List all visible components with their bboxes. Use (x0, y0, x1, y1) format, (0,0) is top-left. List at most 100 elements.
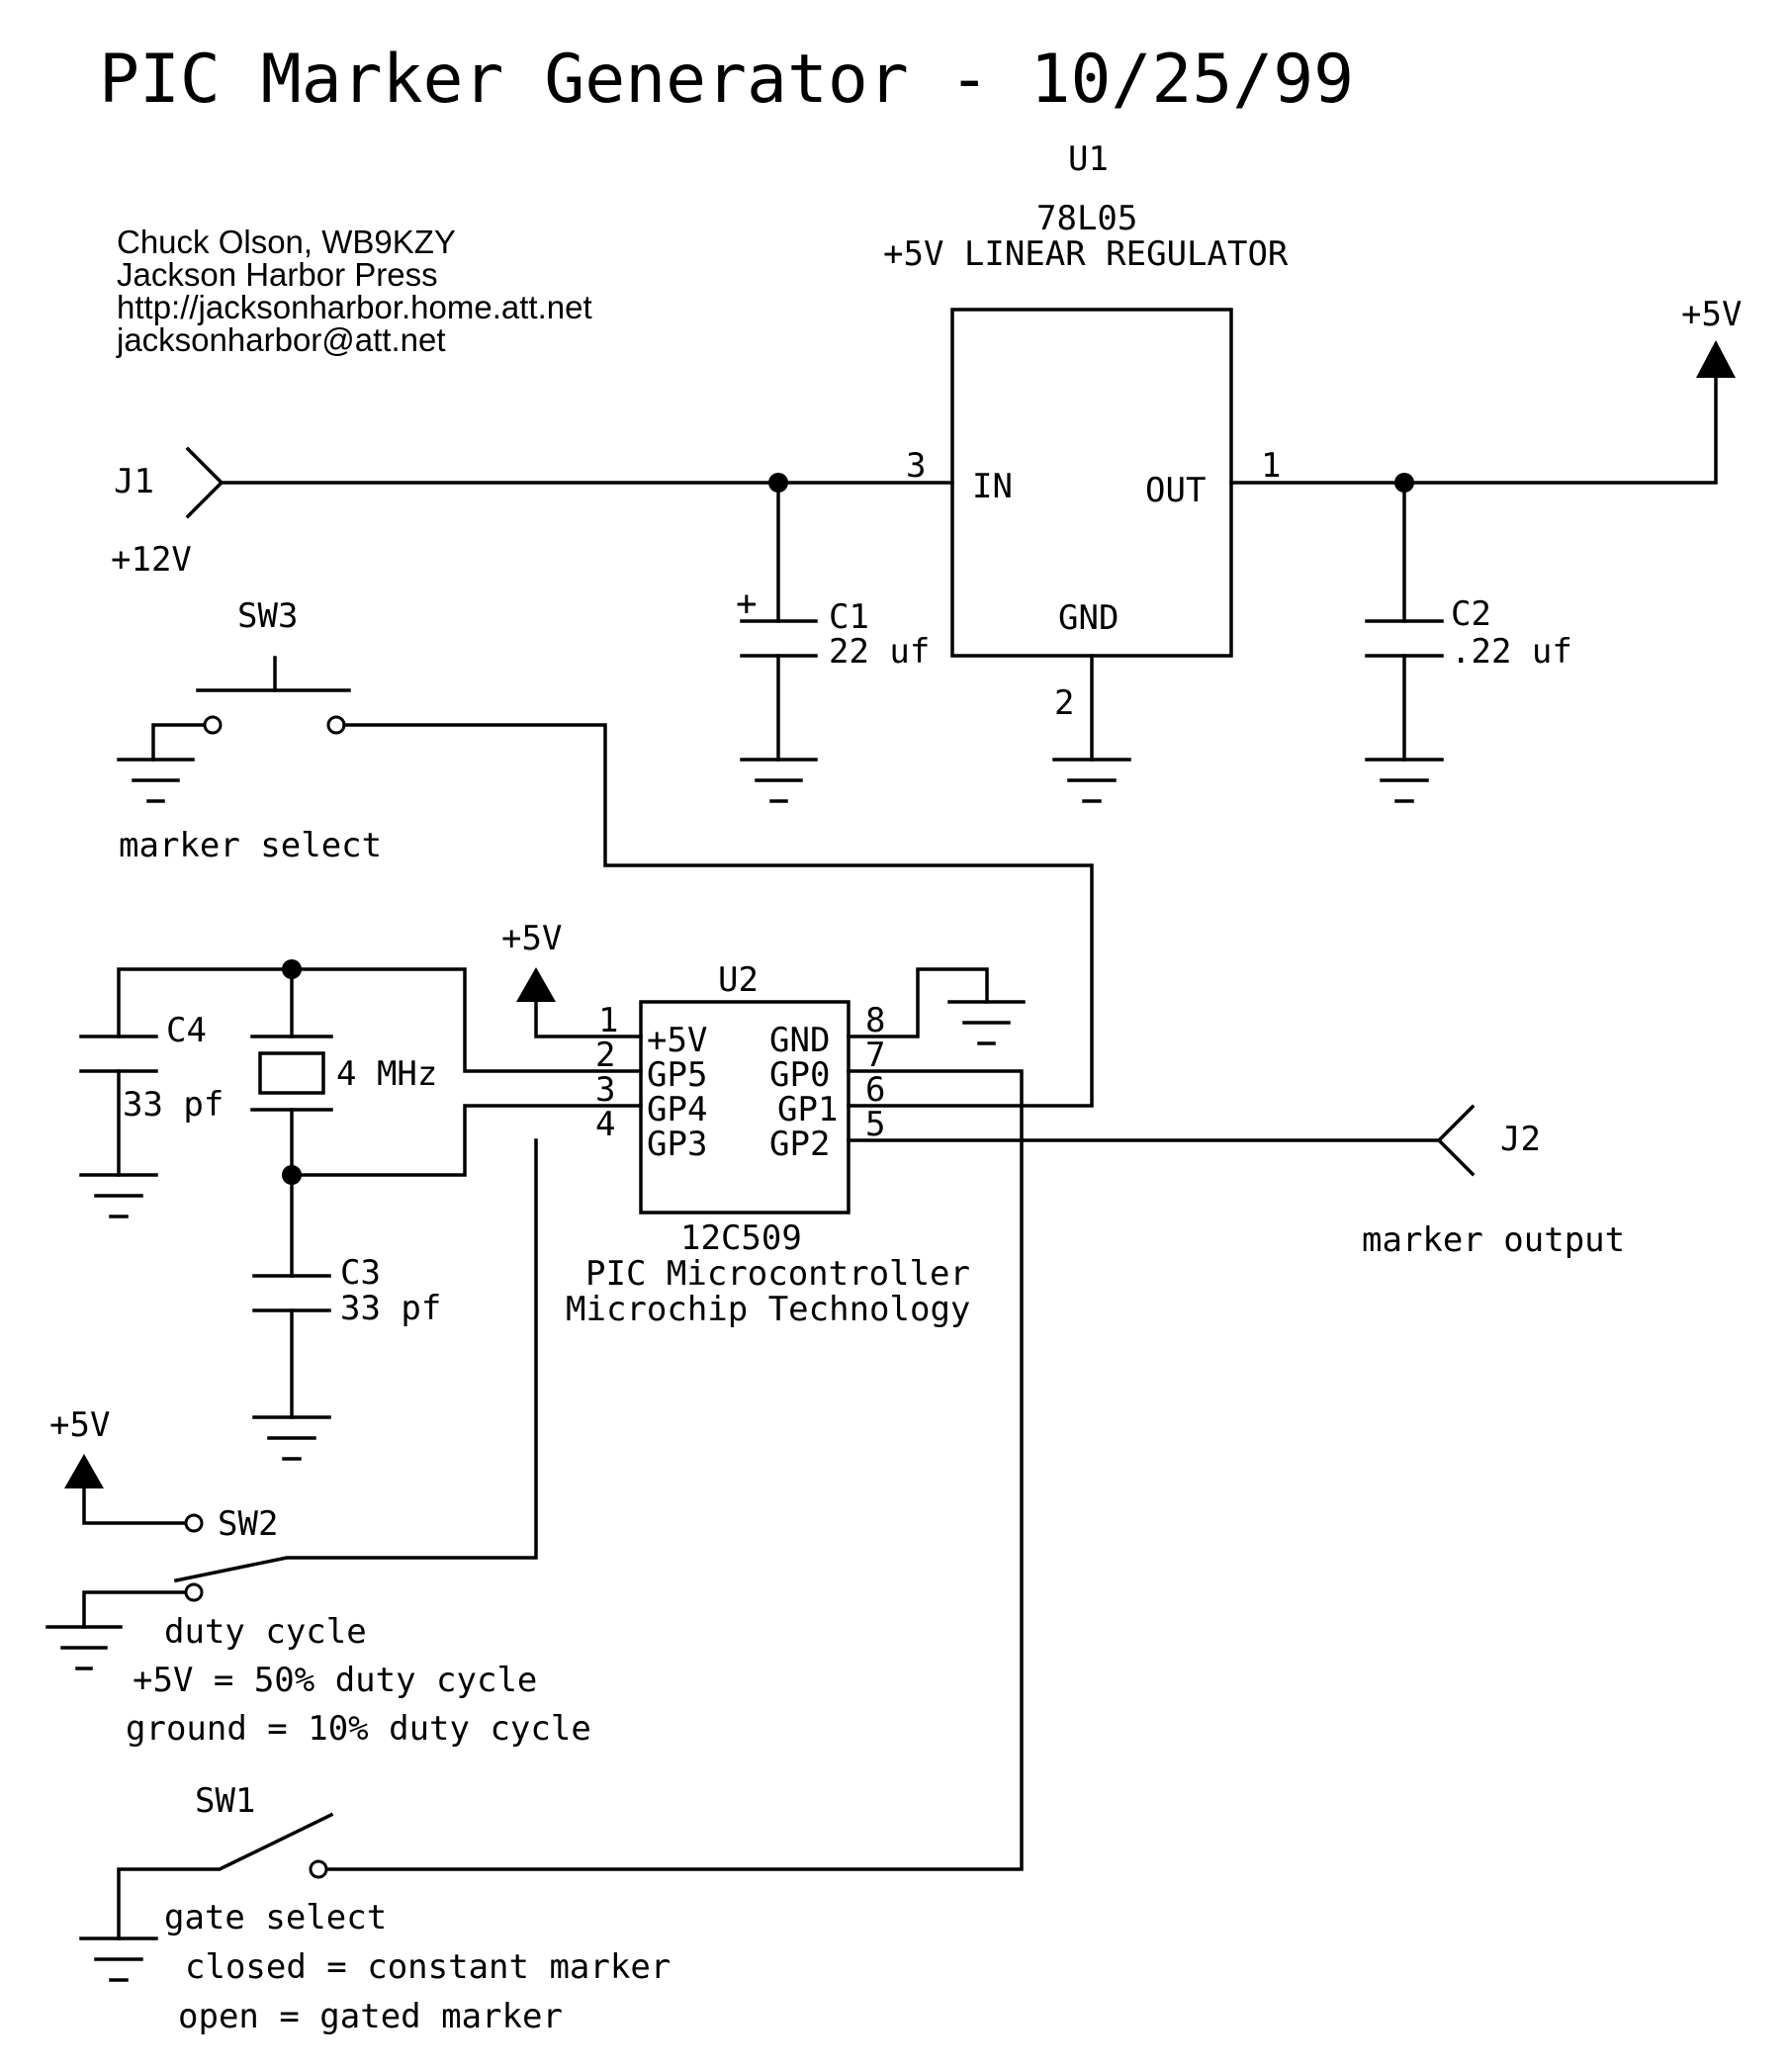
sw1-ref: SW1 (195, 1781, 255, 1821)
c4-value: 33 pf (123, 1085, 224, 1125)
u1-pin-gnd: GND (1058, 598, 1119, 638)
marker-output-net: J2 marker output (847, 1104, 1625, 1260)
u2-left-pin-name: GP3 (647, 1125, 707, 1164)
u2-left-pin-num: 1 (598, 1001, 618, 1040)
u2-right-pin-name: GND (769, 1021, 830, 1060)
c1-polarity: + (736, 584, 758, 624)
switch-contact-icon (203, 715, 223, 735)
sw2-label: duty cycle (164, 1612, 367, 1652)
u2-left-pin-num: 2 (595, 1036, 615, 1075)
connector-j1: J1 +12V (111, 446, 224, 580)
supply-rail (220, 376, 1718, 762)
c4-ref: C4 (166, 1011, 207, 1050)
c2-ref: C2 (1451, 594, 1491, 634)
capacitor-c3: C3 33 pf (252, 1253, 441, 1461)
u2-right-pin-name: GP1 (777, 1090, 838, 1129)
capacitor-c4: C4 33 pf (79, 1011, 224, 1218)
u2-ref: U2 (718, 960, 759, 1000)
ground-icon (117, 758, 195, 803)
ground-icon (1052, 758, 1131, 803)
u2-right-pin-name: GP0 (769, 1055, 830, 1095)
ground-icon (740, 758, 818, 803)
u2-part: 12C509 (680, 1218, 802, 1258)
ground-icon (947, 1000, 1026, 1045)
ground-icon (79, 1937, 158, 1982)
u2-right-pin-num: 8 (865, 1001, 885, 1040)
supply-label: +5V (1681, 295, 1742, 334)
crystal-network: 4 MHz (117, 959, 643, 1278)
u2-left-pin-num: 3 (595, 1070, 615, 1110)
j1-label: +12V (111, 540, 192, 580)
u1-ref: U1 (1068, 139, 1109, 179)
c1-value: 22 uf (829, 632, 930, 672)
capacitor-c1: + C1 22 uf (736, 481, 930, 762)
u1-part: 78L05 (1036, 199, 1137, 238)
supply-5v-u2: +5V (501, 919, 643, 1038)
u2-ground (847, 967, 1026, 1045)
ground-icon (79, 1173, 158, 1218)
u1-pin2-num: 2 (1054, 683, 1074, 723)
sw2-note: ground = 10% duty cycle (126, 1709, 591, 1749)
u1-pin-in: IN (972, 467, 1013, 506)
supply-label: +5V (501, 919, 562, 958)
ground-icon (1365, 758, 1444, 803)
gate-select-net (324, 1069, 1024, 1871)
c3-ref: C3 (340, 1253, 381, 1293)
u2-left-pin-num: 4 (595, 1105, 615, 1144)
supply-5v-output: +5V (1681, 295, 1742, 378)
switch-sw2: +5V SW2 duty cycle +5V = 50% duty cycle … (45, 1138, 591, 1749)
credit-email: jacksonharbor@att.net (116, 321, 446, 358)
u2-right-pin-num: 7 (865, 1036, 885, 1075)
sw2-ref: SW2 (218, 1504, 278, 1544)
supply-arrow-icon (516, 967, 556, 1002)
u2-right-pin-num: 6 (865, 1070, 885, 1110)
u2-left-pin-name: +5V (647, 1021, 707, 1060)
sw3-label: marker select (119, 826, 382, 865)
ground-icon (252, 1415, 331, 1461)
u1-pin-out: OUT (1145, 471, 1206, 510)
c1-ref: C1 (829, 597, 869, 637)
ground-icon (45, 1625, 123, 1670)
supply-arrow-icon (64, 1454, 104, 1488)
credit-website: http://jacksonharbor.home.att.net (117, 289, 592, 325)
sw3-ref: SW3 (237, 596, 298, 636)
c2-value: .22 uf (1451, 632, 1572, 672)
sw1-label: gate select (164, 1898, 387, 1937)
switch-contact-icon (184, 1513, 204, 1533)
page-title: PIC Marker Generator - 10/25/99 (99, 41, 1354, 119)
microcontroller-u2: U2 +5V GP5 GP4 GP3 GND GP0 GP1 GP2 1 2 3… (566, 960, 970, 1329)
supply-arrow-icon (1696, 340, 1736, 378)
connector-icon (1436, 1104, 1476, 1177)
sw1-note: open = gated marker (178, 1997, 563, 2036)
switch-sw1: SW1 gate select closed = constant marker… (79, 1781, 671, 2036)
u1-pin1-num: 1 (1261, 446, 1281, 486)
credit-author: Chuck Olson, WB9KZY (117, 224, 456, 260)
switch-contact-icon (326, 715, 346, 735)
crystal-icon (258, 1051, 325, 1095)
sw1-note: closed = constant marker (185, 1947, 671, 1987)
u2-desc: Microchip Technology (566, 1290, 970, 1329)
j2-ref: J2 (1500, 1120, 1541, 1159)
u2-left-pin-name: GP5 (647, 1055, 707, 1095)
switch-sw3: SW3 marker select (117, 596, 1094, 1108)
crystal-value: 4 MHz (336, 1054, 437, 1094)
sw2-note: +5V = 50% duty cycle (133, 1661, 537, 1700)
connector-icon (185, 446, 224, 519)
credit-company: Jackson Harbor Press (117, 256, 438, 293)
j2-label: marker output (1362, 1220, 1625, 1260)
u1-desc: +5V LINEAR REGULATOR (883, 234, 1289, 274)
c3-value: 33 pf (340, 1289, 441, 1328)
switch-contact-icon (184, 1582, 204, 1602)
credits-block: Chuck Olson, WB9KZY Jackson Harbor Press… (116, 224, 592, 358)
regulator-u1: U1 78L05 +5V LINEAR REGULATOR IN OUT GND… (883, 139, 1289, 723)
supply-label: +5V (49, 1405, 110, 1445)
u2-right-pin-name: GP2 (769, 1125, 830, 1164)
capacitor-c2: C2 .22 uf (1365, 481, 1572, 762)
u2-right-pin-num: 5 (865, 1105, 885, 1144)
u1-pin3-num: 3 (906, 446, 926, 486)
j1-ref: J1 (114, 462, 154, 501)
u2-left-pin-name: GP4 (647, 1090, 707, 1129)
switch-contact-icon (309, 1859, 328, 1879)
u2-desc: PIC Microcontroller (585, 1254, 970, 1294)
